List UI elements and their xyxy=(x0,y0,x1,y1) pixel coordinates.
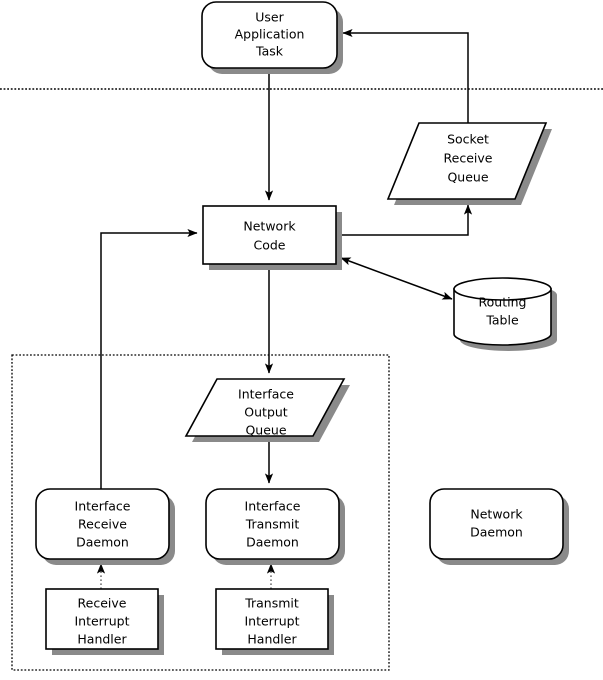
user-application-task-label-line-2: Application xyxy=(235,27,305,42)
socket-receive-queue-label-line-3: Queue xyxy=(447,170,488,185)
interface-output-queue-label-line-3: Queue xyxy=(245,423,286,438)
user-application-task-box xyxy=(201,1,338,69)
node-interface-receive-daemon[interactable]: Interface Receive Daemon xyxy=(35,488,175,565)
edge-socket-receive-queue-to-user-task xyxy=(342,28,469,123)
routing-table-body xyxy=(453,288,552,346)
interface-output-queue-label-line-2: Output xyxy=(244,405,288,420)
node-network-daemon[interactable]: Network Daemon xyxy=(429,488,569,565)
socket-receive-queue-label-line-1: Socket xyxy=(447,132,489,147)
interface-transmit-daemon-label-line-3: Daemon xyxy=(246,535,299,550)
node-network-code[interactable]: Network Code xyxy=(202,205,342,270)
edge-network-code-to-routing-table xyxy=(340,257,453,300)
interface-receive-daemon-label-line-3: Daemon xyxy=(76,535,129,550)
network-code-label-line-2: Code xyxy=(253,238,285,253)
network-daemon-box xyxy=(429,488,564,560)
routing-table-label-line-2: Table xyxy=(485,313,519,328)
transmit-interrupt-handler-label-line-2: Interrupt xyxy=(244,614,299,629)
socket-receive-queue-box xyxy=(386,122,548,200)
network-daemon-label-line-2: Daemon xyxy=(470,525,523,540)
network-daemon-label-line-1: Network xyxy=(470,507,523,522)
transmit-interrupt-handler-box xyxy=(215,588,329,650)
interface-receive-daemon-label-line-1: Interface xyxy=(75,499,131,514)
node-user-application-task[interactable]: User Application Task xyxy=(201,1,343,74)
receive-interrupt-handler-label-line-3: Handler xyxy=(77,632,127,647)
routing-table-top-ellipse xyxy=(453,277,552,301)
node-transmit-interrupt-handler[interactable]: Transmit Interrupt Handler xyxy=(215,588,334,655)
interface-transmit-daemon-label-line-2: Transmit xyxy=(245,517,300,532)
interface-output-queue-box xyxy=(184,378,346,437)
socket-receive-queue-label-line-2: Receive xyxy=(444,151,493,166)
transmit-interrupt-handler-label-line-3: Handler xyxy=(247,632,297,647)
receive-interrupt-handler-box xyxy=(45,588,159,650)
receive-interrupt-handler-label-line-2: Interrupt xyxy=(74,614,129,629)
edge-network-code-to-socket-receive-queue xyxy=(336,204,473,236)
node-interface-output-queue[interactable]: Interface Output Queue xyxy=(184,378,350,442)
routing-table-label-line-1: Routing xyxy=(479,295,527,310)
network-code-label-line-1: Network xyxy=(243,219,296,234)
node-receive-interrupt-handler[interactable]: Receive Interrupt Handler xyxy=(45,588,164,655)
network-code-box xyxy=(202,205,337,265)
node-routing-table[interactable]: Routing Table xyxy=(453,277,557,351)
interface-receive-daemon-label-line-2: Receive xyxy=(78,517,127,532)
interface-receive-daemon-box xyxy=(35,488,170,560)
interface-output-queue-label-line-1: Interface xyxy=(238,387,294,402)
transmit-interrupt-handler-label-line-1: Transmit xyxy=(244,596,299,611)
driver-region-boundary xyxy=(11,354,390,671)
node-interface-transmit-daemon[interactable]: Interface Transmit Daemon xyxy=(205,488,345,565)
interface-transmit-daemon-box xyxy=(205,488,340,560)
node-socket-receive-queue[interactable]: Socket Receive Queue xyxy=(386,122,552,205)
user-application-task-label-line-3: Task xyxy=(255,44,284,59)
user-application-task-label-line-1: User xyxy=(255,10,284,25)
interface-transmit-daemon-label-line-1: Interface xyxy=(245,499,301,514)
receive-interrupt-handler-label-line-1: Receive xyxy=(78,596,127,611)
edge-interface-receive-daemon-to-network-code xyxy=(100,228,198,494)
